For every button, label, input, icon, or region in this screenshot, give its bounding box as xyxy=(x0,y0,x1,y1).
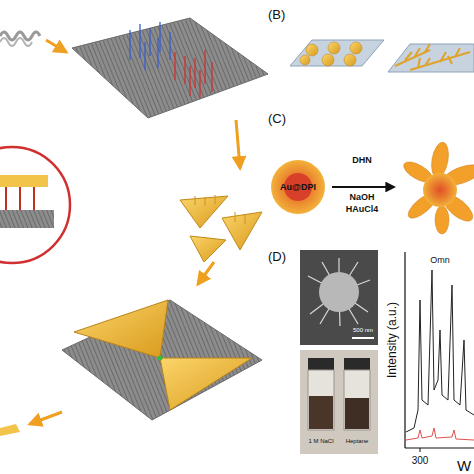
gold-flowers xyxy=(300,42,362,66)
axis-title: Intensity (a.u.) xyxy=(386,302,398,378)
substrate xyxy=(290,40,384,66)
spiky-particle xyxy=(308,258,370,326)
process-arrow xyxy=(236,120,240,168)
linker-strands xyxy=(6,187,34,210)
gold-triangle xyxy=(180,196,228,228)
annotation-text: HAuCl4 xyxy=(346,205,379,214)
y-axis xyxy=(404,252,405,448)
origami-sheet xyxy=(62,300,262,420)
gold-dendrites xyxy=(395,44,470,70)
spectrum-line xyxy=(406,428,474,440)
panel-letter: (C) xyxy=(268,112,286,125)
particle-shell xyxy=(271,160,325,214)
gold-triangle xyxy=(222,212,262,250)
triangle-strands xyxy=(195,195,245,224)
vial xyxy=(344,370,370,430)
annotation-text: NaOH xyxy=(349,193,374,202)
gold-triangle xyxy=(190,236,226,262)
origami-sheet xyxy=(72,18,268,118)
annotation-text: W xyxy=(457,458,471,473)
hotspot-molecule xyxy=(158,356,163,361)
gold-piece xyxy=(0,424,20,436)
spectrum-line xyxy=(406,270,474,432)
vial-liquid xyxy=(345,398,369,429)
vial-cap xyxy=(344,358,370,370)
process-arrow xyxy=(46,40,66,52)
substrate xyxy=(388,44,474,72)
annotation-text: DHN xyxy=(352,156,372,165)
panel-letter: (D) xyxy=(268,250,286,263)
annotation-text: Omn xyxy=(430,256,450,265)
vial-cap xyxy=(308,358,334,370)
zoom-inset xyxy=(0,147,70,263)
gold-triangle xyxy=(74,300,168,358)
spiky-particle xyxy=(319,272,359,312)
capture-strands xyxy=(130,22,212,98)
annotation-text: 1 M NaCl xyxy=(308,438,333,444)
annotation-text: 300 xyxy=(412,456,429,466)
origami-sheet xyxy=(0,210,54,228)
vial-photo xyxy=(300,350,378,454)
vial xyxy=(308,370,334,430)
vial-liquid xyxy=(309,396,333,429)
sem-image xyxy=(300,250,378,345)
dna-coil xyxy=(0,38,32,46)
annotation-text: Heptane xyxy=(346,438,369,444)
node-label: Au@DPI xyxy=(270,159,326,215)
reaction-arrow xyxy=(332,186,394,188)
process-arrow xyxy=(30,412,62,424)
process-arrow xyxy=(198,262,214,284)
gold-flower xyxy=(401,141,474,234)
panel-letter: (B) xyxy=(268,8,285,21)
particle-core xyxy=(423,173,457,207)
gold-layer xyxy=(0,175,48,187)
x-axis xyxy=(405,447,474,448)
gold-triangle xyxy=(160,358,252,410)
tick xyxy=(420,448,421,452)
scale-bar xyxy=(352,337,374,339)
particle-node: Au@DPI xyxy=(270,159,326,215)
annotation-text: 500 nm xyxy=(353,327,373,333)
